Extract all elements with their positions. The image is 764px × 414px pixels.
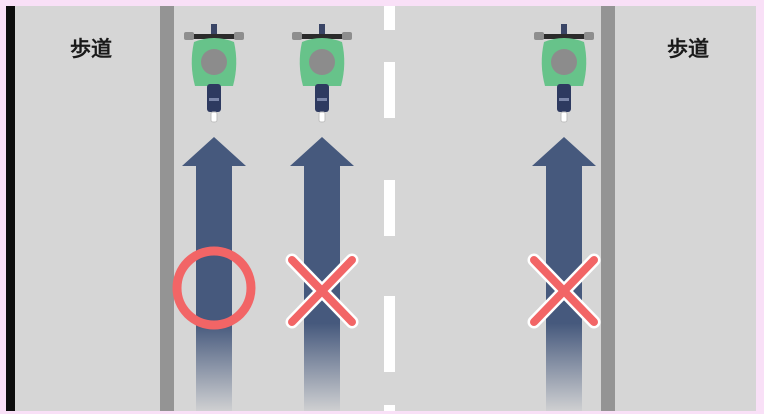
left-boundary-line bbox=[6, 6, 15, 411]
sidewalk-label-right: 歩道 bbox=[667, 37, 709, 61]
incorrect-cross-icon-lane-3 bbox=[527, 253, 601, 329]
right-curb bbox=[601, 6, 615, 411]
direction-arrow-lane-1 bbox=[182, 137, 246, 411]
correct-circle-icon bbox=[172, 246, 256, 330]
direction-arrow-lane-3 bbox=[532, 137, 596, 411]
center-dashed-line bbox=[384, 6, 395, 411]
sidewalk-label-left: 歩道 bbox=[70, 37, 112, 61]
direction-arrow-lane-2 bbox=[290, 137, 354, 411]
left-curb bbox=[160, 6, 174, 411]
incorrect-cross-icon-lane-2 bbox=[285, 253, 359, 329]
